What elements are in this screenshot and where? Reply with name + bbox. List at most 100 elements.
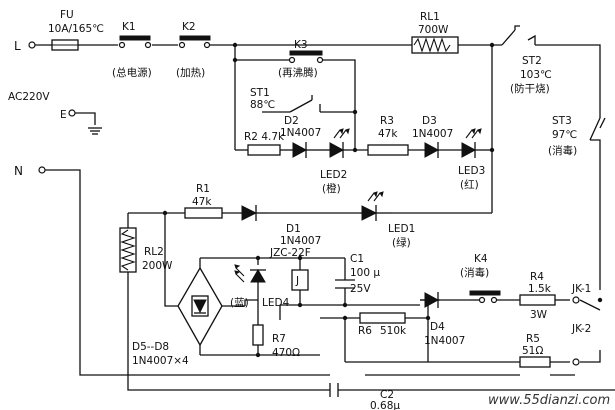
- label-led4-color: (蓝): [230, 297, 249, 309]
- label-d1: D1: [286, 223, 301, 235]
- labels: L N E AC220V FU 10A/165℃ K1 (总电源) K2 (加热…: [8, 9, 610, 410]
- label-k3-desc: (再沸腾): [278, 66, 318, 79]
- label-r4: R4: [530, 271, 544, 283]
- diode-d4: [420, 292, 470, 308]
- label-k2-desc: (加热): [176, 66, 205, 79]
- label-k4-desc: (消毒): [460, 266, 489, 279]
- label-r7-value: 470Ω: [272, 347, 300, 359]
- terminals: [28, 41, 603, 366]
- label-r2: R2 4.7k: [244, 131, 285, 143]
- label-st2: ST2: [522, 55, 542, 67]
- label-d3-type: 1N4007: [412, 128, 453, 140]
- resistors: [184, 144, 556, 368]
- label-relay-type: JZC-22F: [269, 247, 311, 259]
- label-k2: K2: [182, 21, 196, 33]
- label-jk2: JK-2: [571, 323, 591, 335]
- label-c2-value: 0.68μ: [370, 400, 400, 410]
- label-d5d8-type: 1N4007×4: [132, 355, 189, 367]
- label-st2-temp: 103℃: [520, 69, 552, 81]
- diode-d3: [424, 142, 462, 158]
- label-rl2-value: 200W: [142, 260, 173, 272]
- label-d2: D2: [284, 115, 299, 127]
- label-L: L: [14, 39, 21, 53]
- label-led3-color: (红): [460, 178, 479, 191]
- diodes: [234, 128, 482, 308]
- led4: [234, 264, 266, 300]
- label-r7: R7: [272, 333, 286, 345]
- label-c1-value: 100 μ: [350, 267, 380, 279]
- heater-rl2: [119, 227, 137, 273]
- watermark: www.55dianzi.com: [488, 393, 610, 408]
- label-led1-color: (绿): [392, 236, 411, 249]
- label-st3: ST3: [552, 115, 572, 127]
- led1: [360, 191, 392, 221]
- capacitor-c2: [329, 383, 385, 397]
- label-fu-value: 10A/165℃: [48, 23, 104, 35]
- bridge-rectifier: [177, 266, 223, 347]
- label-d1-type: 1N4007: [280, 235, 321, 247]
- label-r3-value: 47k: [378, 128, 398, 140]
- label-k3: K3: [294, 39, 308, 51]
- wires: [35, 44, 615, 391]
- label-rl1: RL1: [420, 11, 440, 23]
- led2: [318, 128, 350, 158]
- label-led2-color: (橙): [322, 182, 341, 195]
- label-r4-value: 1.5k: [528, 283, 552, 295]
- label-r1-value: 47k: [192, 196, 212, 208]
- resistor-r3: [367, 144, 409, 156]
- label-led3: LED3: [458, 165, 485, 177]
- resistor-r2: [247, 144, 281, 156]
- label-k1-desc: (总电源): [112, 66, 152, 79]
- label-E: E: [60, 109, 67, 121]
- capacitor-c1: [335, 279, 355, 289]
- resistor-r6: [359, 312, 406, 324]
- label-rl1-value: 700W: [418, 24, 449, 36]
- label-k4: K4: [474, 253, 488, 265]
- label-c1: C1: [350, 253, 364, 265]
- label-st3-temp: 97℃: [552, 129, 577, 141]
- label-led4: LED4: [262, 297, 290, 309]
- led3: [461, 128, 482, 158]
- switch-k1: [118, 35, 152, 49]
- switch-k2: [178, 35, 211, 49]
- diode-d1: [240, 205, 268, 221]
- label-led1: LED1: [388, 223, 415, 235]
- label-d2-type: 1N4007: [280, 127, 321, 139]
- label-led2: LED2: [320, 169, 347, 181]
- label-k1: K1: [122, 21, 136, 33]
- label-c1-voltage: 25V: [350, 283, 371, 295]
- thermostat-st2: [501, 25, 536, 46]
- label-r5-value: 51Ω: [522, 345, 543, 357]
- resistor-r1: [184, 207, 223, 219]
- label-d3: D3: [422, 115, 437, 127]
- label-st2-desc: (防干烧): [510, 82, 550, 95]
- label-d4-type: 1N4007: [424, 335, 465, 347]
- label-st1-temp: 88℃: [250, 99, 275, 111]
- resistor-r5: [519, 356, 551, 368]
- label-st1: ST1: [250, 87, 270, 99]
- label-r6: R6: [358, 325, 372, 337]
- label-c2: C2: [380, 389, 394, 401]
- switch-k4: [469, 290, 501, 304]
- label-r5: R5: [526, 333, 540, 345]
- label-relay-j: J: [295, 275, 299, 287]
- label-d5d8: D5--D8: [132, 341, 169, 353]
- label-d4: D4: [430, 321, 445, 333]
- relay-coil: [291, 269, 309, 291]
- label-rl2: RL2: [144, 246, 164, 258]
- label-r3: R3: [380, 115, 394, 127]
- label-N: N: [14, 164, 23, 178]
- resistor-r4: [519, 294, 556, 306]
- resistor-r7: [252, 324, 264, 346]
- label-ac: AC220V: [8, 91, 50, 103]
- switch-k3: [288, 50, 324, 64]
- fuse-fu: [51, 39, 79, 51]
- label-fu: FU: [60, 9, 74, 21]
- label-jk1: JK-1: [571, 283, 591, 295]
- label-r6-value: 510k: [380, 325, 407, 337]
- label-st3-desc: (消毒): [548, 144, 577, 157]
- label-r4-watt: 3W: [530, 309, 548, 321]
- thermostat-st3: [589, 117, 606, 142]
- thermostat-st1: [289, 95, 321, 113]
